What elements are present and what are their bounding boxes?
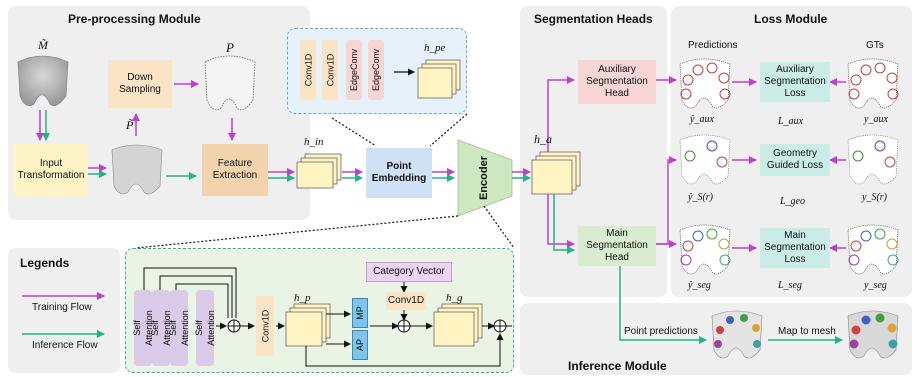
symbol-y-aux-hat: ŷ_aux bbox=[690, 114, 714, 125]
sum-node-2 bbox=[397, 319, 411, 333]
aux-head-block: Auxiliary Segmentation Head bbox=[578, 60, 656, 104]
down-sampling-block: Down Sampling bbox=[108, 60, 172, 108]
self-attention-block-3: Self Attention bbox=[168, 290, 190, 366]
inference-title: Inference Module bbox=[568, 359, 667, 373]
symbol-h-a: h_a bbox=[534, 132, 552, 146]
edgeconv-block-1: EdgeConv bbox=[346, 40, 362, 100]
mesh-m-tilde bbox=[17, 55, 69, 107]
conv1d-block-enc: Conv1D bbox=[256, 296, 274, 356]
legend-training-flow: Training Flow bbox=[32, 302, 92, 313]
map-to-mesh-label: Map to mesh bbox=[778, 326, 836, 337]
symbol-p: P bbox=[226, 40, 234, 55]
symbol-y-seg: y_seg bbox=[864, 280, 887, 291]
stack-h-p bbox=[285, 303, 331, 347]
pointcloud-p bbox=[204, 55, 256, 111]
conv1d-block-1: Conv1D bbox=[300, 40, 316, 100]
preprocessing-title: Pre-processing Module bbox=[68, 12, 201, 26]
category-vector-block: Category Vector bbox=[366, 262, 452, 282]
segmentation-heads-title: Segmentation Heads bbox=[534, 12, 653, 26]
symbol-p-tilde: P̃ bbox=[126, 118, 134, 132]
conv1d-block-cat: Conv1D bbox=[386, 292, 426, 310]
point-predictions-label: Point predictions bbox=[624, 326, 698, 337]
gt-aux-arch bbox=[847, 58, 899, 109]
geo-loss-block: Geometry Guided Loss bbox=[760, 144, 830, 176]
edgeconv-block-2: EdgeConv bbox=[368, 40, 384, 100]
gt-main-arch bbox=[847, 224, 899, 275]
symbol-l-seg: L_seg bbox=[778, 280, 802, 291]
symbol-l-geo: L_geo bbox=[780, 196, 805, 207]
predictions-label: Predictions bbox=[688, 40, 738, 51]
mp-block: MP bbox=[352, 298, 368, 328]
gts-label: GTs bbox=[866, 40, 884, 51]
input-transformation-block: Input Transformation bbox=[14, 144, 88, 196]
stack-h-pe bbox=[417, 59, 461, 99]
point-embedding-block: Point Embedding bbox=[366, 148, 432, 198]
self-attention-block-4: Self Attention bbox=[194, 290, 216, 366]
symbol-h-p: h_p bbox=[294, 292, 311, 304]
stack-h-g bbox=[433, 303, 483, 347]
symbol-y-s: y_S(r) bbox=[862, 192, 887, 203]
conv1d-block-2: Conv1D bbox=[322, 40, 338, 100]
aux-loss-block: Auxiliary Segmentation Loss bbox=[760, 62, 830, 102]
gt-geo-arch bbox=[847, 134, 899, 185]
prediction-geo-arch bbox=[679, 134, 731, 185]
inference-point-arch bbox=[711, 310, 763, 359]
stack-h-in bbox=[296, 153, 342, 189]
symbol-l-aux: L_aux bbox=[778, 116, 803, 127]
legend-inference-flow: Inference Flow bbox=[32, 340, 98, 351]
prediction-aux-arch bbox=[679, 58, 731, 109]
feature-extraction-block: Feature Extraction bbox=[202, 144, 268, 196]
symbol-y-aux: y_aux bbox=[864, 114, 888, 125]
legends-title: Legends bbox=[20, 256, 70, 270]
encoder-label: Encoder bbox=[478, 156, 490, 201]
sum-node-1 bbox=[227, 319, 241, 333]
self-attention-block-2: Self Attention bbox=[150, 290, 172, 366]
main-loss-block: Main Segmentation Loss bbox=[760, 228, 830, 268]
legends-panel bbox=[8, 248, 120, 373]
stack-h-a bbox=[531, 151, 581, 195]
symbol-y-s-hat: ŷ_S(r) bbox=[688, 192, 713, 203]
pointcloud-p-tilde bbox=[111, 144, 163, 195]
encoder-block bbox=[457, 139, 513, 217]
self-attention-block-1: Self Attention bbox=[132, 290, 154, 366]
sum-node-3 bbox=[493, 319, 507, 333]
symbol-m-tilde: M̃ bbox=[38, 38, 48, 52]
ap-block: AP bbox=[352, 330, 368, 360]
prediction-main-arch bbox=[679, 224, 731, 275]
loss-title: Loss Module bbox=[754, 12, 828, 26]
inference-mesh-arch bbox=[847, 310, 899, 359]
main-head-block: Main Segmentation Head bbox=[578, 226, 656, 266]
symbol-h-g: h_g bbox=[446, 292, 463, 304]
symbol-h-in: h_in bbox=[304, 136, 324, 148]
symbol-h-pe: h_pe bbox=[424, 42, 446, 54]
symbol-y-seg-hat: ŷ_seg bbox=[688, 280, 711, 291]
